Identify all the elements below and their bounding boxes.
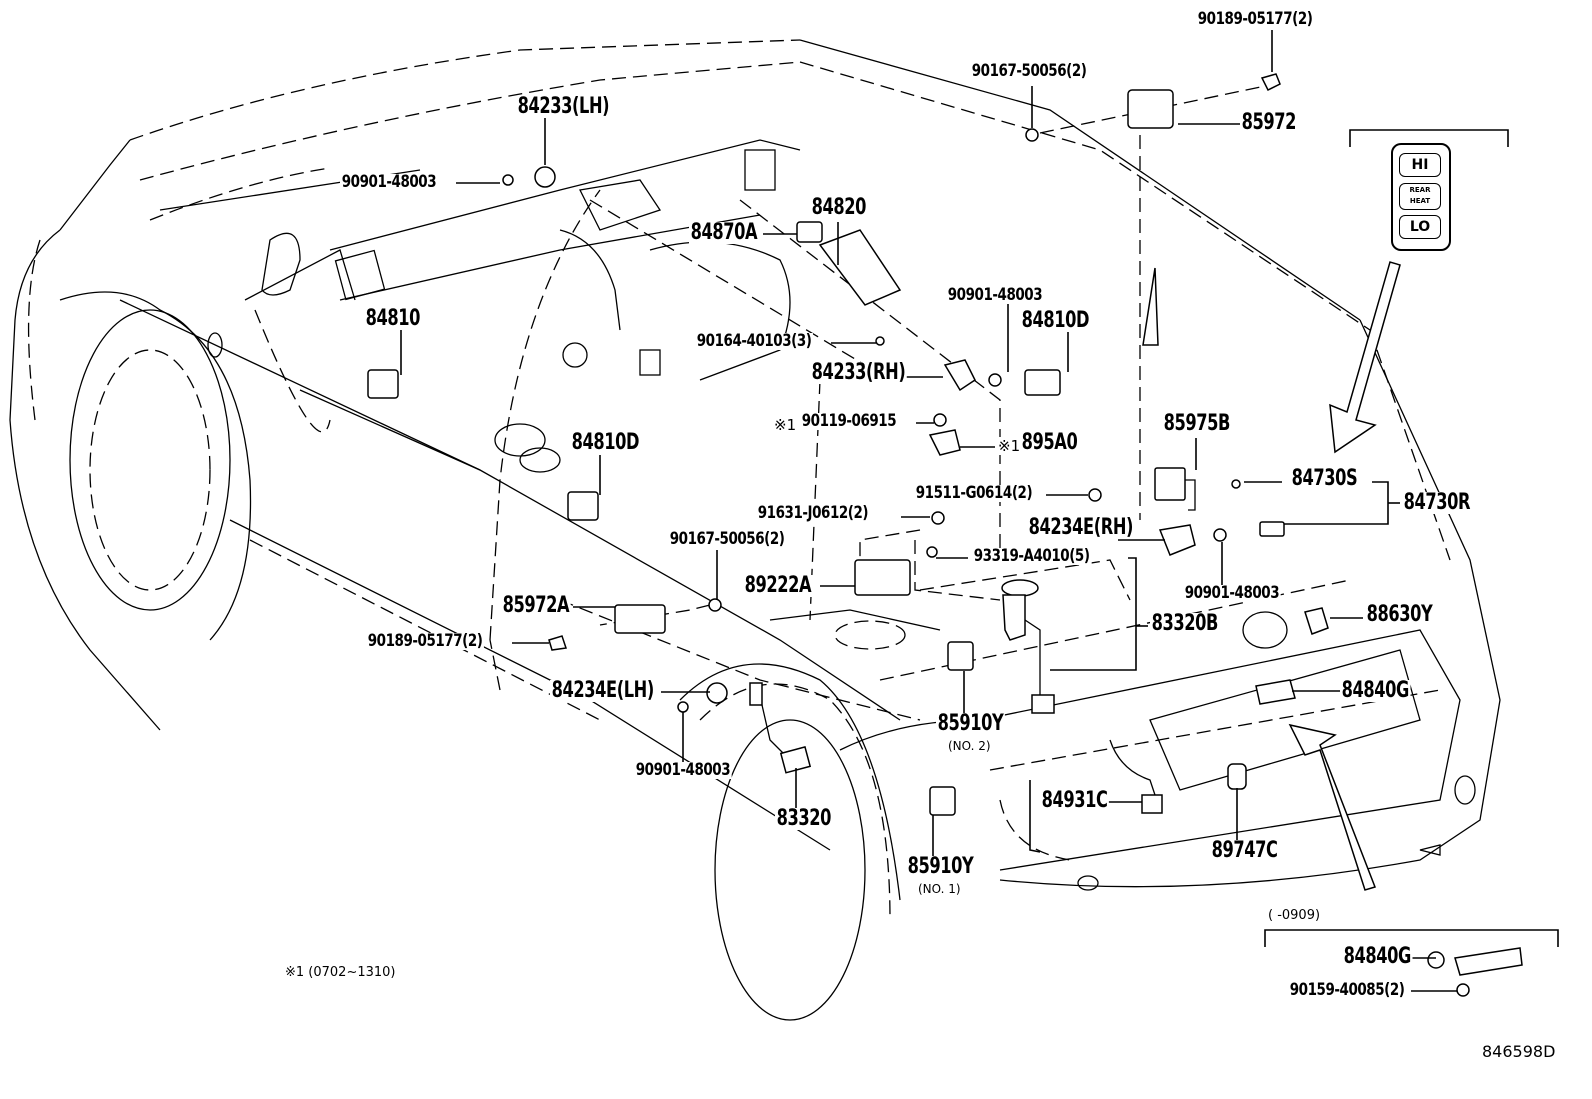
part-label: 84820: [810, 195, 868, 220]
leader-lines: [400, 30, 1457, 992]
part-label: 91511-G0614(2): [914, 483, 1034, 503]
part-label: 83320: [775, 806, 833, 831]
part-label: 84810: [364, 306, 422, 331]
part-label: 90189-05177(2): [366, 631, 485, 651]
part-label: 84234E(RH): [1027, 515, 1135, 540]
part-label: 83320B: [1150, 611, 1220, 636]
part-label: 89747C: [1210, 838, 1280, 863]
part-label: 90901-48003: [340, 172, 438, 192]
part-label: 89222A: [743, 573, 813, 598]
part-label: 84730S: [1290, 466, 1359, 491]
part-label: 93319-A4010(5): [972, 546, 1092, 566]
part-label: 91631-J0612(2): [756, 503, 870, 523]
part-label: 84810D: [1020, 308, 1091, 333]
part-label: 90119-06915: [800, 411, 898, 431]
rear-heat-button-label: REAR HEAT: [1399, 183, 1441, 210]
inset-date-range: ( -0909): [1268, 908, 1321, 923]
part-label: 84233(RH): [810, 360, 907, 385]
part-label: 84810D: [570, 430, 641, 455]
part-label: 90901-48003: [634, 760, 732, 780]
hi-button-label: HI: [1399, 153, 1441, 177]
part-label: 85972: [1240, 110, 1298, 135]
part-label: 85975B: [1162, 411, 1232, 436]
part-label: 90901-48003: [946, 285, 1044, 305]
inset-part-label: 90159-40085(2): [1288, 980, 1407, 1000]
part-sublabel: (NO. 1): [918, 882, 961, 896]
part-label: 90164-40103(3): [695, 331, 814, 351]
part-label: 90167-50056(2): [970, 61, 1089, 81]
part-label: 85972A: [501, 593, 571, 618]
part-label: 85910Y: [906, 854, 976, 879]
part-label: 88630Y: [1365, 602, 1435, 627]
part-label: 84234E(LH): [550, 678, 656, 703]
part-shapes: [367, 73, 1523, 997]
footnote: ※1 (0702~1310): [285, 965, 396, 980]
part-label: 90189-05177(2): [1196, 9, 1315, 29]
part-label: 84730R: [1402, 490, 1472, 515]
lo-button-label: LO: [1399, 215, 1441, 239]
part-label: 85910Y: [936, 711, 1006, 736]
part-label: 84840G: [1340, 678, 1411, 703]
inset-part-label: 84840G: [1342, 944, 1413, 969]
footnote-marker: ※1: [774, 416, 797, 434]
part-label: 84870A: [689, 220, 759, 245]
footnote-marker: ※1: [998, 437, 1021, 455]
part-label: 90901-48003: [1183, 583, 1281, 603]
part-label: 895A0: [1020, 430, 1079, 455]
part-label: 90167-50056(2): [668, 529, 787, 549]
diagram-reference-code: 846598D: [1482, 1042, 1556, 1061]
part-label: 84233(LH): [516, 94, 611, 119]
part-label: 84931C: [1040, 788, 1110, 813]
rear-heat-switch-illustration: HI REAR HEAT LO: [1391, 143, 1451, 251]
part-sublabel: (NO. 2): [948, 739, 991, 753]
